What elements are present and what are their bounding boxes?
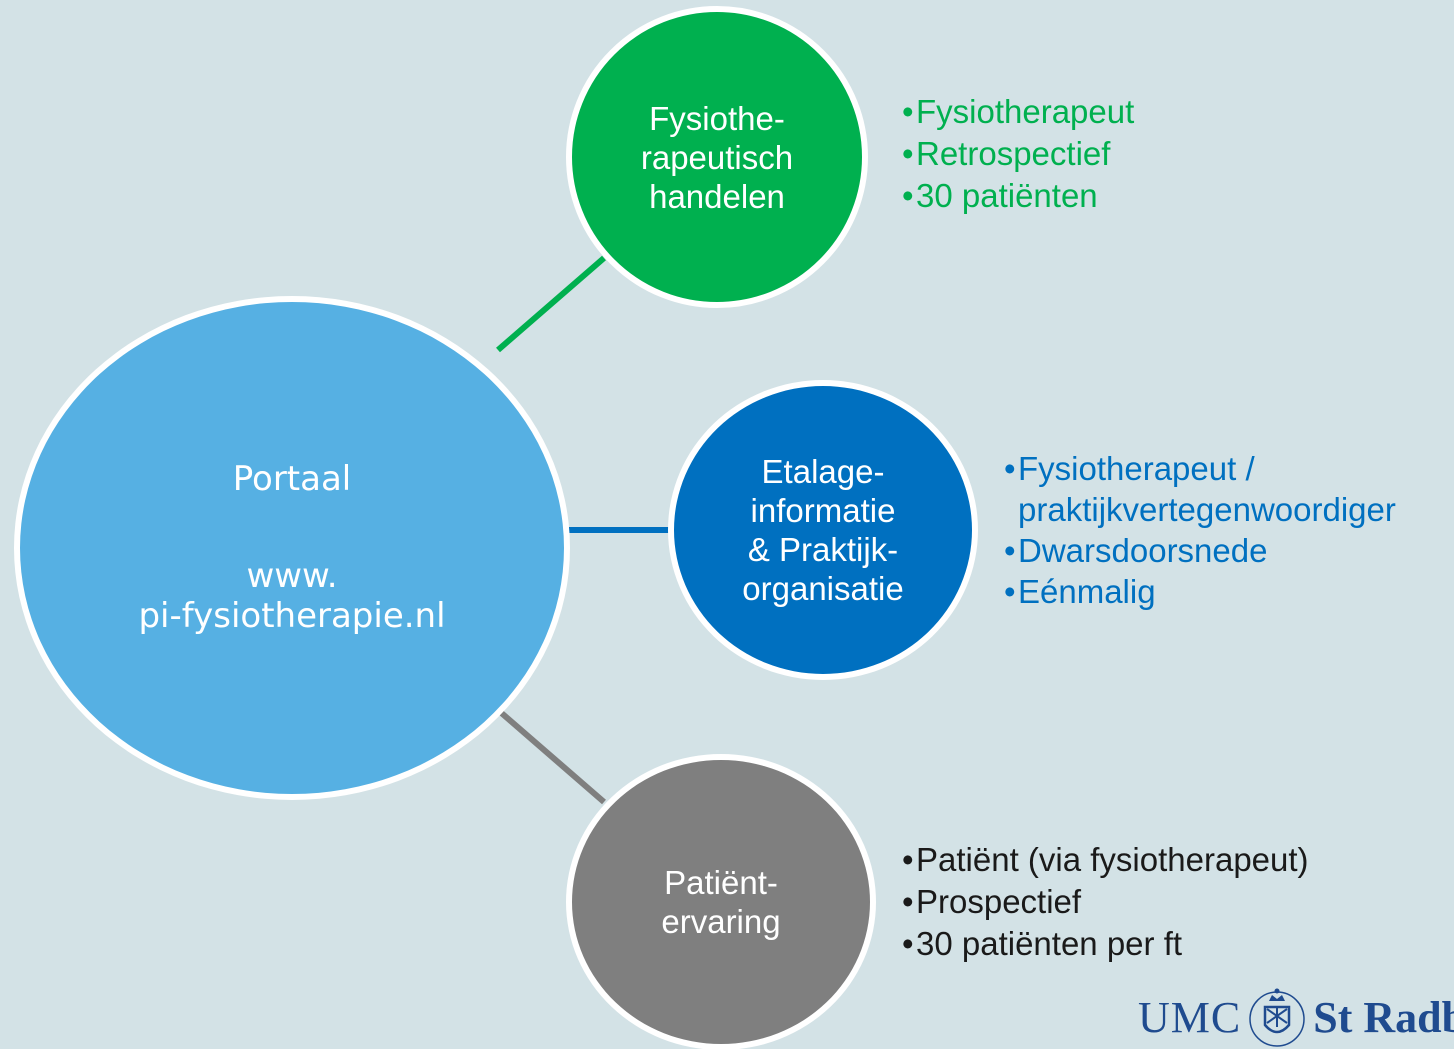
bullet-dot-icon: • [902, 883, 914, 920]
node-title-line: informatie [750, 492, 896, 529]
bullets-green: •Fysiotherapeut •Retrospectief •30 patië… [902, 91, 1134, 217]
node-patientervaring: Patiënt- ervaring [566, 754, 876, 1049]
bullet-dot-icon: • [902, 93, 914, 130]
bullet-item-continuation: praktijkvertegenwoordiger [1018, 491, 1396, 528]
bullet-dot-icon: • [902, 925, 914, 962]
node-title-line: organisatie [742, 570, 904, 607]
node-title-line: handelen [649, 177, 785, 215]
bullet-dot-icon: • [902, 177, 914, 214]
node-title-line: ervaring [661, 903, 781, 940]
bullet-item: •Fysiotherapeut [902, 91, 1134, 133]
portal-url: pi-fysiotherapie.nl [138, 596, 446, 637]
node-title-line: Fysiothe- [649, 99, 785, 137]
node-title-line: Patiënt- [664, 864, 778, 901]
portal-circle: Portaal www. pi-fysiotherapie.nl [14, 296, 570, 800]
node-title-line: & Praktijk- [747, 531, 899, 568]
node-title-line: rapeutisch [640, 138, 794, 176]
bullet-dot-icon: • [1004, 573, 1016, 610]
logo-text-umc: UMC [1138, 992, 1242, 1042]
bullet-dot-icon: • [1004, 532, 1016, 569]
connector-green [496, 255, 606, 353]
radboud-seal-icon [1249, 988, 1305, 1047]
bullet-item: •30 patiënten [902, 175, 1134, 217]
node-etalage-informatie: Etalage- informatie & Praktijk- organisa… [668, 380, 978, 680]
bullets-gray: •Patiënt (via fysiotherapeut) •Prospecti… [902, 839, 1309, 965]
bullet-item: •Prospectief [902, 881, 1309, 923]
umc-st-radboud-logo: UMC St Radboud [1138, 982, 1454, 1049]
bullet-item: •30 patiënten per ft [902, 923, 1309, 965]
node-title-line: Etalage- [761, 453, 885, 490]
portal-url-prefix: www. [246, 555, 338, 596]
bullet-item: •Eénmalig [1004, 573, 1156, 610]
bullet-dot-icon: • [902, 135, 914, 172]
node-fysiotherapeutisch-handelen: Fysiothe- rapeutisch handelen [566, 6, 868, 308]
bullet-item: •Retrospectief [902, 133, 1134, 175]
bullet-item: •Dwarsdoorsnede [1004, 532, 1268, 569]
connector-gray [496, 707, 606, 805]
bullet-item: •Patiënt (via fysiotherapeut) [902, 839, 1309, 881]
bullet-dot-icon: • [902, 841, 914, 878]
bullets-blue: •Fysiotherapeut / praktijkvertegenwoordi… [1004, 448, 1396, 612]
logo-text-st-radboud: St Radboud [1313, 992, 1454, 1042]
bullet-item: •Fysiotherapeut / [1004, 450, 1255, 487]
bullet-dot-icon: • [1004, 450, 1016, 487]
portal-title: Portaal [232, 458, 352, 499]
